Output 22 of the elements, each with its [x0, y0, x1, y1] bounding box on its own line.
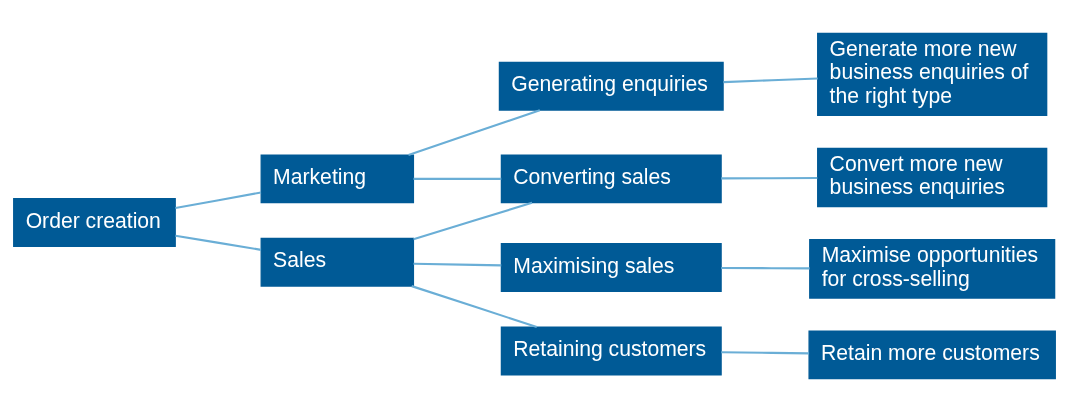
- node-box: Retaining customers: [500, 326, 722, 376]
- node-box: Maximising sales: [500, 243, 722, 293]
- node-box: Generating enquiries: [498, 61, 724, 111]
- connector: [175, 191, 262, 210]
- node-box: Maximise opportunities for cross-selling: [809, 239, 1056, 299]
- connector: [723, 77, 818, 84]
- node-box: Sales: [260, 237, 415, 287]
- connector: [721, 351, 810, 355]
- node-box: Order creation: [13, 198, 176, 247]
- node-box: Converting sales: [500, 154, 722, 204]
- node-box: Generate more new business enquiries of the right type: [817, 32, 1048, 116]
- connector: [721, 176, 818, 180]
- connector: [413, 262, 502, 267]
- connector: [721, 266, 810, 270]
- node-box: Convert more new business enquiries: [817, 147, 1048, 208]
- connector: [408, 109, 541, 156]
- connector: [175, 234, 262, 251]
- connector: [413, 201, 533, 241]
- node-box: Marketing: [260, 154, 415, 204]
- connector: [413, 177, 502, 180]
- connector: [411, 285, 538, 328]
- node-box: Retain more customers: [808, 330, 1056, 380]
